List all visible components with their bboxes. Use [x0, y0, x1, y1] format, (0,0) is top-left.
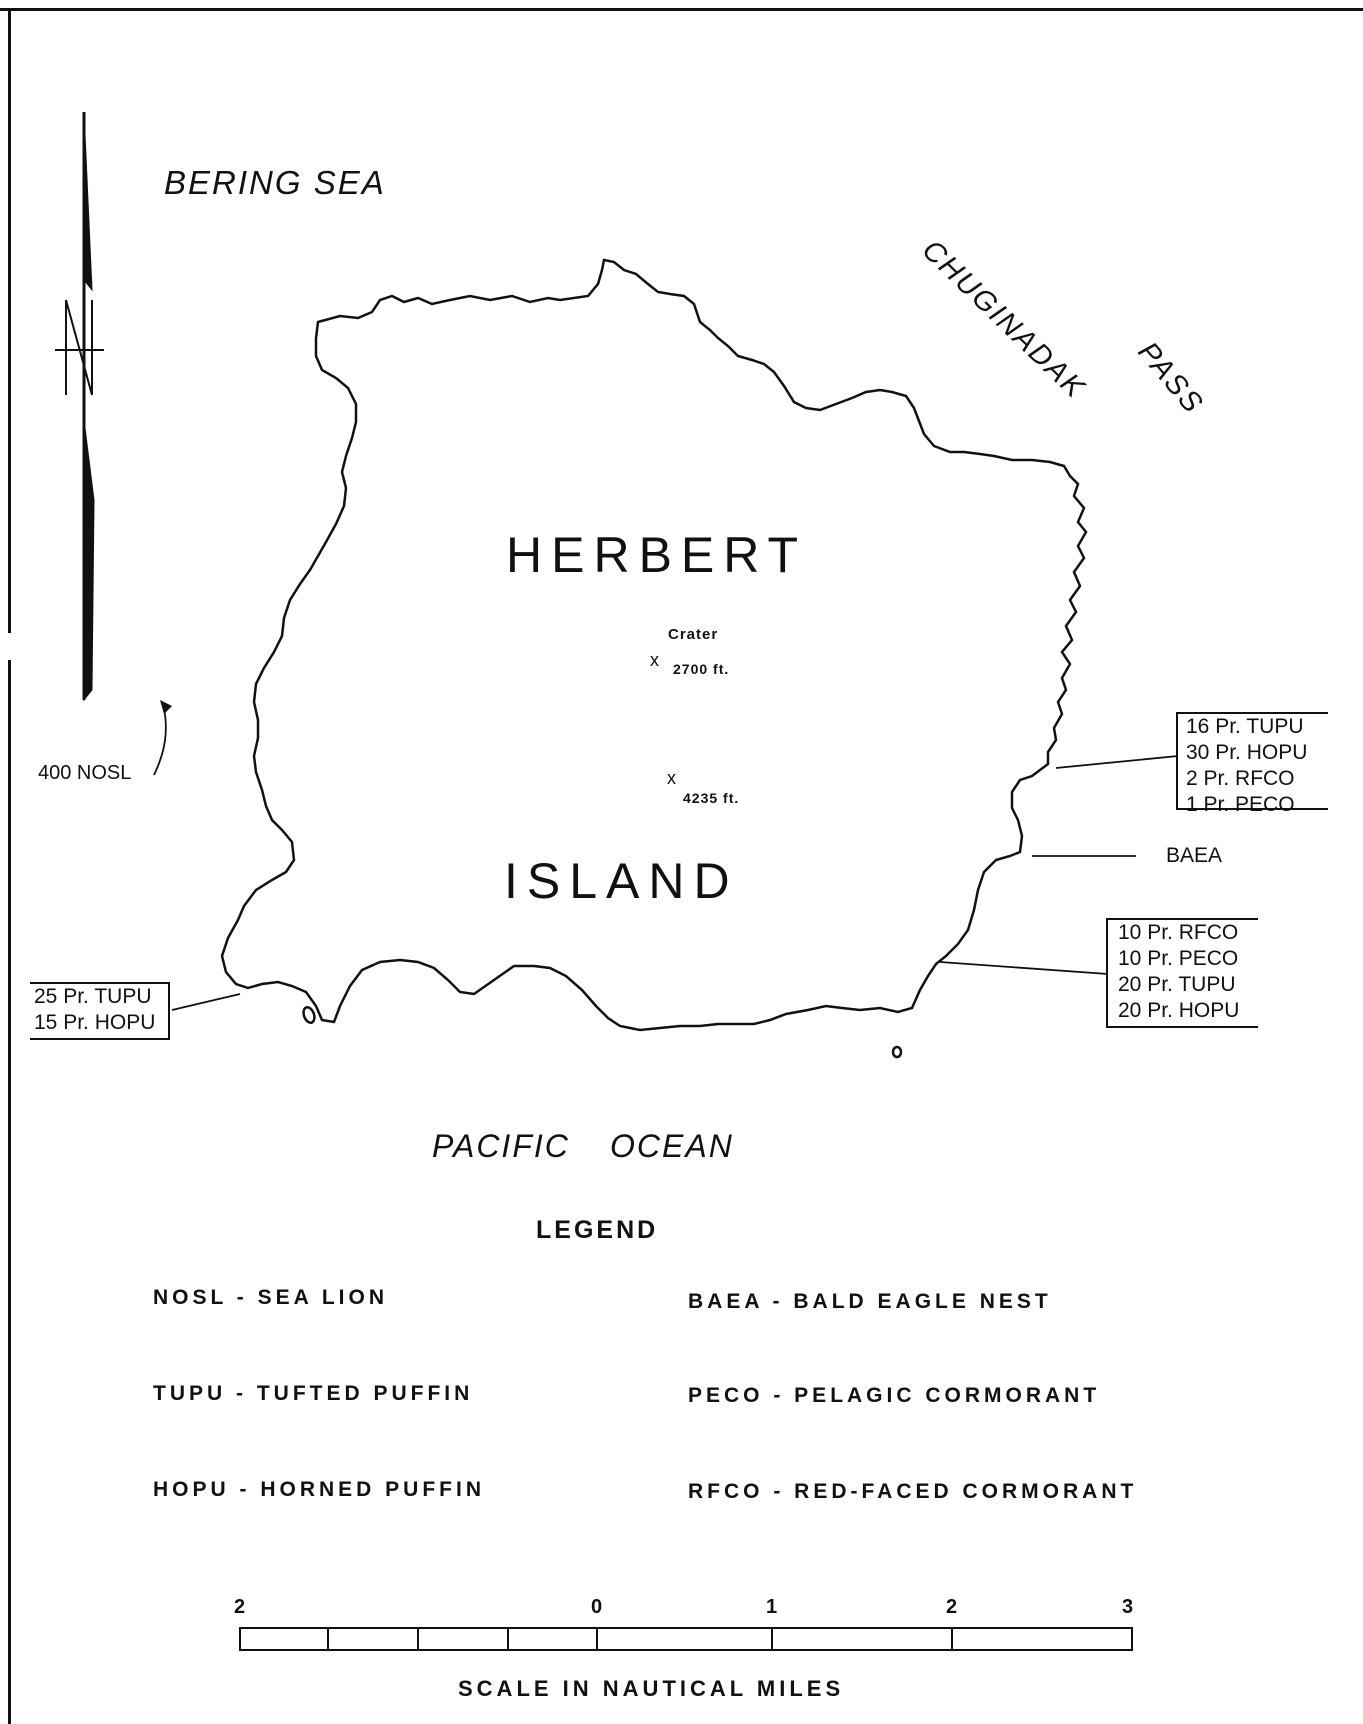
legend-entry-peco: PECO - PELAGIC CORMORANT [688, 1384, 1101, 1407]
scale-tick-label: 0 [591, 1596, 603, 1618]
sea-lion-count: 400 NOSL [38, 762, 132, 784]
north-arrow-icon [55, 111, 104, 702]
crater-elevation: 2700 ft. [673, 661, 730, 677]
east-colony-line: 1 Pr. PECO [1186, 793, 1295, 816]
bering-sea-label: BERING SEA [164, 164, 386, 201]
crater-marker-icon: x [650, 650, 659, 670]
southeast-colony-line: 10 Pr. PECO [1118, 947, 1239, 970]
leader-lines [153, 707, 1179, 1011]
frame-border-top [0, 8, 1363, 11]
southeast-colony-box: 10 Pr. RFCO 10 Pr. PECO 20 Pr. TUPU 20 P… [1106, 918, 1258, 1028]
pacific-label: PACIFIC [432, 1128, 570, 1164]
southwest-colony-box: 25 Pr. TUPU 15 Pr. HOPU [30, 982, 170, 1040]
legend-entry-nosl: NOSL - SEA LION [153, 1286, 389, 1309]
crater-label: Crater [668, 626, 719, 643]
legend-entry-tupu: TUPU - TUFTED PUFFIN [153, 1382, 474, 1405]
southwest-colony-line: 25 Pr. TUPU [34, 985, 152, 1008]
island-name-line1: HERBERT [506, 527, 808, 583]
sea-lion-arrow-icon [160, 700, 172, 714]
southeast-colony-line: 10 Pr. RFCO [1118, 921, 1239, 944]
southeast-colony-line: 20 Pr. TUPU [1118, 973, 1236, 996]
legend-title: LEGEND [536, 1216, 659, 1244]
ocean-label: OCEAN [610, 1128, 734, 1164]
summit-marker-icon: x [667, 768, 676, 788]
scale-tick-label: 2 [946, 1596, 958, 1618]
scale-title: SCALE IN NAUTICAL MILES [458, 1676, 845, 1701]
scale-bar [239, 1627, 1133, 1651]
scale-tick-label: 2 [234, 1596, 246, 1618]
scale-tick-label: 1 [766, 1596, 778, 1618]
summit-elevation: 4235 ft. [683, 790, 740, 806]
legend-entry-baea: BAEA - BALD EAGLE NEST [688, 1290, 1052, 1313]
east-colony-line: 16 Pr. TUPU [1186, 715, 1304, 738]
east-colony-line: 30 Pr. HOPU [1186, 741, 1308, 764]
legend-entry-rfco: RFCO - RED-FACED CORMORANT [688, 1480, 1138, 1503]
island-name-line2: ISLAND [504, 853, 739, 909]
east-colony-line: 2 Pr. RFCO [1186, 767, 1295, 790]
frame-border-left-lower [8, 660, 11, 1724]
legend-entry-hopu: HOPU - HORNED PUFFIN [153, 1478, 485, 1501]
islet [891, 1045, 903, 1059]
southeast-colony-line: 20 Pr. HOPU [1118, 999, 1240, 1022]
east-colony-box: 16 Pr. TUPU 30 Pr. HOPU 2 Pr. RFCO 1 Pr.… [1176, 712, 1328, 816]
eagle-nest-label: BAEA [1166, 844, 1223, 867]
scale-tick-label: 3 [1122, 1596, 1134, 1618]
islet [302, 1006, 316, 1024]
southwest-colony-line: 15 Pr. HOPU [34, 1011, 156, 1034]
island-coastline [220, 258, 1088, 1032]
frame-border-left [8, 8, 11, 633]
